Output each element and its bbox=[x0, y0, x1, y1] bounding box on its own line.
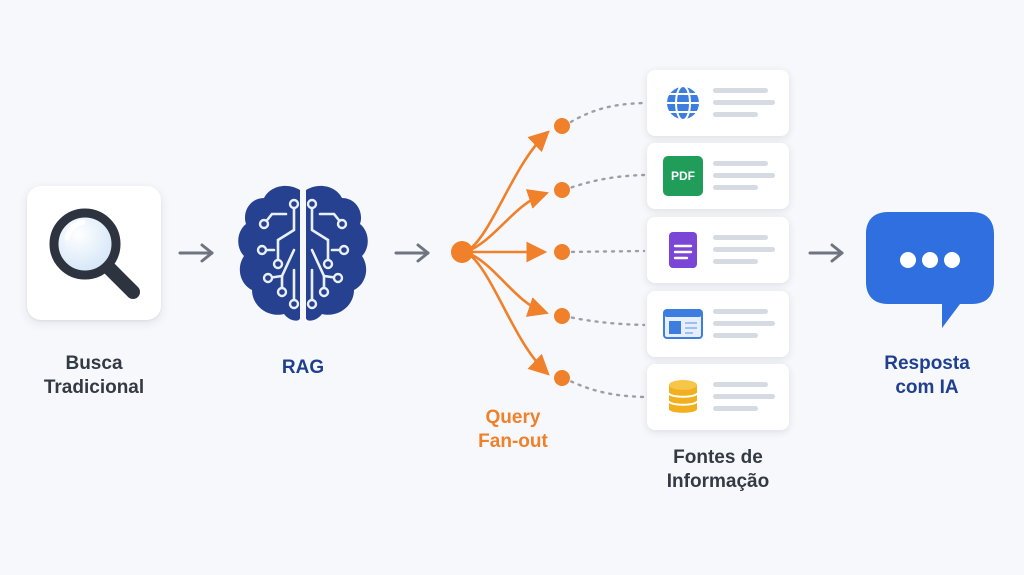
dotted-connector bbox=[562, 173, 646, 192]
arrow-right-icon bbox=[178, 243, 214, 263]
rag-label: RAG bbox=[281, 357, 325, 378]
dotted-connector bbox=[562, 376, 646, 399]
fanout-origin-node bbox=[451, 241, 473, 263]
ai-answer-label: Resposta com IA bbox=[884, 353, 970, 398]
source-card-pdf: PDF bbox=[647, 143, 789, 209]
source-card-document bbox=[647, 217, 789, 283]
document-icon bbox=[669, 232, 697, 268]
source-card-webpage bbox=[647, 291, 789, 357]
magnifier-icon bbox=[49, 208, 140, 299]
globe-icon bbox=[665, 85, 701, 121]
arrow-right-icon bbox=[808, 243, 844, 263]
dotted-connector bbox=[562, 249, 646, 254]
fanout-branch bbox=[465, 250, 549, 317]
brain-circuit-icon bbox=[238, 185, 368, 321]
source-card-database bbox=[647, 364, 789, 430]
fanout-node bbox=[554, 118, 570, 134]
pdf-icon: PDF bbox=[663, 156, 703, 196]
query-fanout-label: Query Fan-out bbox=[478, 407, 548, 452]
search-card bbox=[27, 186, 161, 320]
fanout-node bbox=[554, 244, 570, 260]
traditional-search-label: Busca Tradicional bbox=[43, 353, 145, 398]
fanout-branch bbox=[465, 130, 550, 254]
fanout-node bbox=[554, 308, 570, 324]
fanout-branch bbox=[465, 250, 550, 376]
dotted-connector bbox=[562, 314, 646, 327]
fanout-node bbox=[554, 182, 570, 198]
chat-bubble-icon bbox=[866, 212, 994, 328]
dotted-connector bbox=[562, 101, 646, 128]
webpage-icon bbox=[663, 309, 703, 339]
source-card-web bbox=[647, 70, 789, 136]
sources-label: Fontes de Informação bbox=[666, 447, 770, 492]
fanout-branch bbox=[465, 189, 549, 254]
arrow-right-icon bbox=[394, 243, 430, 263]
fanout-node bbox=[554, 370, 570, 386]
database-icon bbox=[668, 380, 698, 413]
